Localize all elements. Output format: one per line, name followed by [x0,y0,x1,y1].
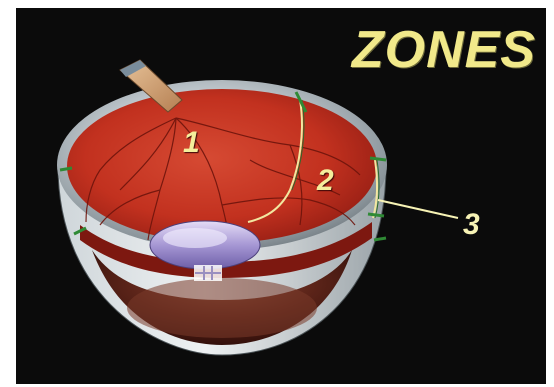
zone-3-label: 3 [463,208,480,242]
leader-line-3 [378,200,458,218]
lens-grid [195,266,221,280]
iris-highlight [127,278,317,338]
zone-2-label: 2 [317,164,334,198]
figure-title: ZONES [352,20,536,80]
zone-1-label: 1 [183,126,200,160]
lens-highlight [163,228,227,248]
